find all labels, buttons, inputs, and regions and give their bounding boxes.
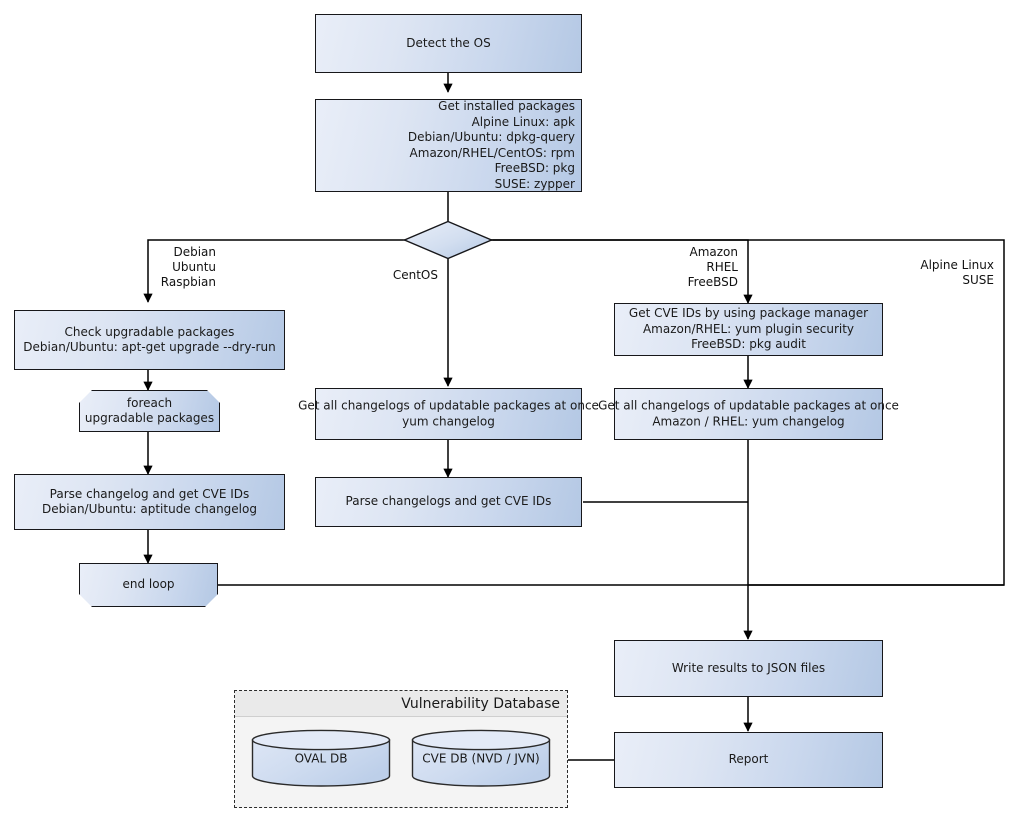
node-foreach-upgradable-packages[interactable]: foreach upgradable packages (79, 390, 220, 432)
node-get-changelogs-amazon-label: Get all changelogs of updatable packages… (598, 399, 899, 430)
node-os-decision[interactable] (402, 220, 494, 260)
line: FreeBSD (687, 275, 738, 289)
node-get-changelogs-centos-label: Get all changelogs of updatable packages… (298, 399, 599, 430)
node-report-label: Report (728, 752, 769, 767)
line: foreach (126, 395, 173, 410)
node-end-loop[interactable]: end loop (79, 563, 218, 607)
line: Ubuntu (172, 260, 216, 274)
line: Alpine Linux: apk (471, 114, 575, 129)
line: Debian/Ubuntu: aptitude changelog (42, 502, 257, 516)
decision-diamond-icon (402, 220, 494, 260)
node-write-results-json[interactable]: Write results to JSON files (614, 640, 883, 697)
line: Debian/Ubuntu: dpkg-query (407, 130, 575, 144)
cylinder-icon (251, 729, 391, 787)
line: Get installed packages (438, 99, 575, 113)
line: SUSE (962, 273, 994, 287)
node-get-changelogs-amazon[interactable]: Get all changelogs of updatable packages… (598, 388, 899, 440)
line: Amazon (689, 245, 739, 259)
line: Get CVE IDs by using package manager (628, 306, 869, 321)
line: Raspbian (160, 275, 216, 289)
line: FreeBSD: pkg (494, 161, 575, 175)
line: Amazon / RHEL: yum changelog (652, 414, 845, 428)
node-check-upgradable-packages[interactable]: Check upgradable packages Debian/Ubuntu:… (14, 310, 285, 370)
line: Check upgradable packages (64, 324, 235, 339)
edge-label-debian-branch: Debian Ubuntu Raspbian (96, 245, 216, 290)
line: Amazon/RHEL: yum plugin security (642, 321, 855, 336)
line: Debian/Ubuntu: apt-get upgrade --dry-run (23, 340, 276, 354)
line: Alpine Linux (920, 258, 994, 272)
line: FreeBSD: pkg audit (691, 337, 806, 352)
line: Parse changelog and get CVE IDs (49, 486, 250, 501)
line: Get all changelogs of updatable packages… (298, 398, 599, 413)
line: SUSE: zypper (494, 176, 575, 191)
line: RHEL (706, 260, 738, 274)
node-end-loop-label: end loop (122, 577, 175, 592)
database-cve-db[interactable]: CVE DB (NVD / JVN) (411, 729, 551, 787)
node-get-installed-packages[interactable]: Get installed packages Alpine Linux: apk… (315, 99, 582, 192)
vulnerability-database-title: Vulnerability Database (401, 695, 560, 712)
node-write-results-json-label: Write results to JSON files (671, 660, 826, 675)
vulnerability-database-group: Vulnerability Database OVAL DB (234, 690, 568, 808)
node-report[interactable]: Report (614, 732, 883, 788)
node-get-installed-packages-label: Get installed packages Alpine Linux: apk… (408, 99, 575, 192)
node-get-cve-ids-package-manager[interactable]: Get CVE IDs by using package manager Ama… (614, 303, 883, 356)
line: Debian (173, 245, 216, 259)
cylinder-icon (411, 729, 551, 787)
node-detect-os[interactable]: Detect the OS (315, 14, 582, 73)
line: CentOS (392, 268, 438, 282)
node-check-upgradable-packages-label: Check upgradable packages Debian/Ubuntu:… (23, 325, 275, 356)
node-parse-changelogs-centos[interactable]: Parse changelogs and get CVE IDs (315, 477, 582, 527)
database-oval-db[interactable]: OVAL DB (251, 729, 391, 787)
line: upgradable packages (84, 411, 215, 425)
edge-label-centos-branch: CentOS (330, 268, 438, 283)
line: Get all changelogs of updatable packages… (598, 398, 899, 413)
node-get-cve-ids-package-manager-label: Get CVE IDs by using package manager Ama… (629, 306, 868, 353)
node-parse-changelog-debian[interactable]: Parse changelog and get CVE IDs Debian/U… (14, 474, 285, 530)
line: Amazon/RHEL/CentOS: rpm (409, 145, 575, 160)
node-parse-changelogs-centos-label: Parse changelogs and get CVE IDs (345, 494, 552, 509)
line: yum changelog (402, 414, 495, 428)
edge-label-alpine-branch: Alpine Linux SUSE (880, 258, 994, 288)
node-parse-changelog-debian-label: Parse changelog and get CVE IDs Debian/U… (42, 487, 257, 518)
node-foreach-label: foreach upgradable packages (85, 396, 214, 427)
edge-label-amazon-branch: Amazon RHEL FreeBSD (620, 245, 738, 290)
vulnerability-database-title-bar: Vulnerability Database (235, 691, 567, 717)
node-get-changelogs-centos[interactable]: Get all changelogs of updatable packages… (298, 388, 599, 440)
node-detect-os-label: Detect the OS (406, 35, 491, 50)
